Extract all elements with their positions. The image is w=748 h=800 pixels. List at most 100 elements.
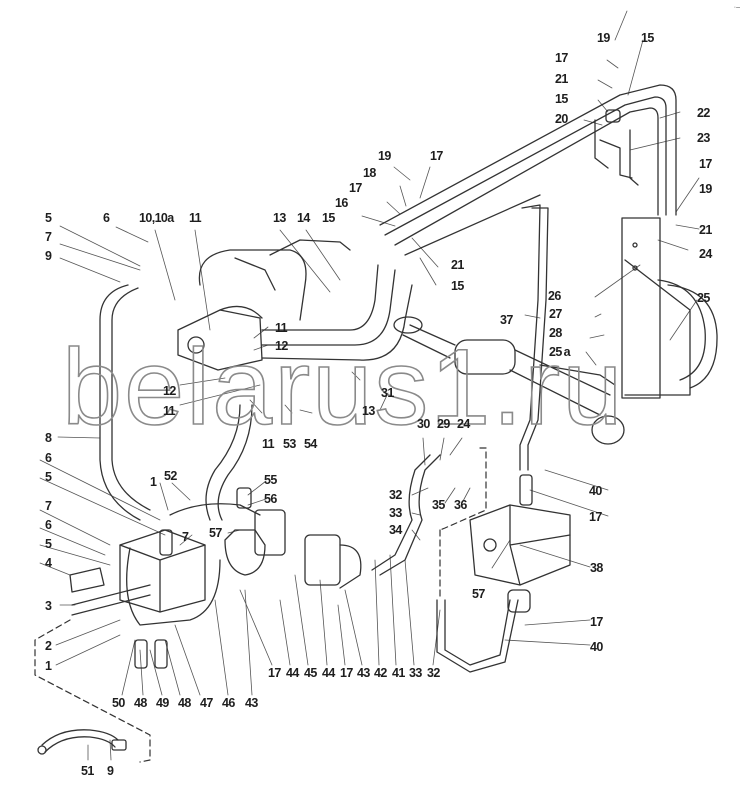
callout-label: 42 bbox=[374, 666, 387, 680]
callout-label: 31 bbox=[381, 386, 394, 400]
callout-label: 15 bbox=[451, 279, 464, 293]
callout-label: 17 bbox=[340, 666, 353, 680]
callout-label: 7 bbox=[182, 530, 189, 544]
tube-37 bbox=[519, 204, 541, 471]
callout-label: 17 bbox=[590, 615, 603, 629]
callout-label: 3 bbox=[45, 599, 52, 613]
callout-label: 57 bbox=[209, 526, 222, 540]
callout-label: 5 bbox=[45, 211, 52, 225]
callout-label: 44 bbox=[286, 666, 299, 680]
callout-label: 21 bbox=[699, 223, 712, 237]
callout-label: 15 bbox=[555, 92, 568, 106]
callout-label: 18 bbox=[363, 166, 376, 180]
callout-label: 26 bbox=[548, 289, 561, 303]
callout-label: 36 bbox=[454, 498, 467, 512]
callout-label: 10,10a bbox=[139, 211, 174, 225]
callout-label: 17 bbox=[349, 181, 362, 195]
callout-label: 9 bbox=[45, 249, 52, 263]
callout-label: 37 bbox=[500, 313, 513, 327]
callout-label: 54 bbox=[304, 437, 317, 451]
callout-label: 8 bbox=[45, 431, 52, 445]
callout-label: 9 bbox=[107, 764, 114, 778]
leader-lines bbox=[39, 10, 700, 761]
callout-label: 33 bbox=[409, 666, 422, 680]
callout-label: 16 bbox=[335, 196, 348, 210]
oil-tank-and-pump bbox=[177, 239, 413, 371]
callout-label: 53 bbox=[283, 437, 296, 451]
callout-label: 11 bbox=[163, 404, 176, 418]
callout-label: 17 bbox=[555, 51, 568, 65]
callout-label: 2 bbox=[45, 639, 52, 653]
callout-label: 21 bbox=[451, 258, 464, 272]
watermark: belarus1.ru bbox=[61, 326, 625, 447]
callout-label: 1 bbox=[45, 659, 52, 673]
inset-hose-51 bbox=[37, 729, 127, 755]
callout-label: 17 bbox=[589, 510, 602, 524]
callout-label: 23 bbox=[697, 131, 710, 145]
callout-label: 6 bbox=[45, 451, 52, 465]
gear-pump bbox=[371, 454, 571, 673]
callout-label: 28 bbox=[549, 326, 562, 340]
callout-label: 51 bbox=[81, 764, 94, 778]
callout-label: 41 bbox=[392, 666, 405, 680]
callout-label: 19 bbox=[597, 31, 610, 45]
callout-label: 25 bbox=[697, 291, 710, 305]
callout-label: 34 bbox=[389, 523, 402, 537]
callout-label: 57 bbox=[472, 587, 485, 601]
callout-label: 25 a bbox=[549, 345, 571, 359]
filter-housings bbox=[224, 487, 362, 589]
corner-mark: ·‒ bbox=[733, 4, 740, 11]
callout-label: 13 bbox=[362, 404, 375, 418]
callout-label: 56 bbox=[264, 492, 277, 506]
callout-label: 32 bbox=[427, 666, 440, 680]
callout-label: 43 bbox=[357, 666, 370, 680]
dashed-group-outlines bbox=[34, 447, 487, 763]
callout-label: 33 bbox=[389, 506, 402, 520]
steering-cylinder bbox=[393, 316, 625, 445]
callout-label: 17 bbox=[268, 666, 281, 680]
callout-label: 22 bbox=[697, 106, 710, 120]
upper-steel-tubes bbox=[379, 84, 718, 399]
callout-label: 17 bbox=[430, 149, 443, 163]
callout-label: 5 bbox=[45, 537, 52, 551]
callout-label: 12 bbox=[163, 384, 176, 398]
callout-label: 21 bbox=[555, 72, 568, 86]
left-hoses bbox=[99, 284, 261, 626]
callout-label: 19 bbox=[378, 149, 391, 163]
callout-label: 7 bbox=[45, 230, 52, 244]
callout-label: 11 bbox=[262, 437, 275, 451]
callout-label: 1 bbox=[150, 475, 157, 489]
callout-label: 27 bbox=[549, 307, 562, 321]
tube-37-outer bbox=[527, 207, 549, 471]
callout-label: 47 bbox=[200, 696, 213, 710]
callout-label: 24 bbox=[699, 247, 712, 261]
callout-label: 4 bbox=[45, 556, 52, 570]
callout-label: 49 bbox=[156, 696, 169, 710]
distributor-block bbox=[69, 529, 206, 669]
callout-label: 24 bbox=[457, 417, 470, 431]
callout-label: 46 bbox=[222, 696, 235, 710]
callout-label: 48 bbox=[134, 696, 147, 710]
callout-label: 15 bbox=[641, 31, 654, 45]
callout-label: 11 bbox=[275, 321, 288, 335]
callout-label: 13 bbox=[273, 211, 286, 225]
callout-label: 17 bbox=[699, 157, 712, 171]
callout-label: 40 bbox=[590, 640, 603, 654]
callout-label: 43 bbox=[245, 696, 258, 710]
callout-label: 6 bbox=[45, 518, 52, 532]
callout-label: 19 bbox=[699, 182, 712, 196]
callout-label: 29 bbox=[437, 417, 450, 431]
callout-label: 11 bbox=[189, 211, 202, 225]
callout-label: 30 bbox=[417, 417, 430, 431]
callout-label: 40 bbox=[589, 484, 602, 498]
callout-label: 32 bbox=[389, 488, 402, 502]
callout-label: 20 bbox=[555, 112, 568, 126]
callout-label: 12 bbox=[275, 339, 288, 353]
callout-label: 45 bbox=[304, 666, 317, 680]
callout-label: 52 bbox=[164, 469, 177, 483]
callout-label: 35 bbox=[432, 498, 445, 512]
callout-label: 14 bbox=[297, 211, 310, 225]
callout-label: 48 bbox=[178, 696, 191, 710]
callout-label: 7 bbox=[45, 499, 52, 513]
